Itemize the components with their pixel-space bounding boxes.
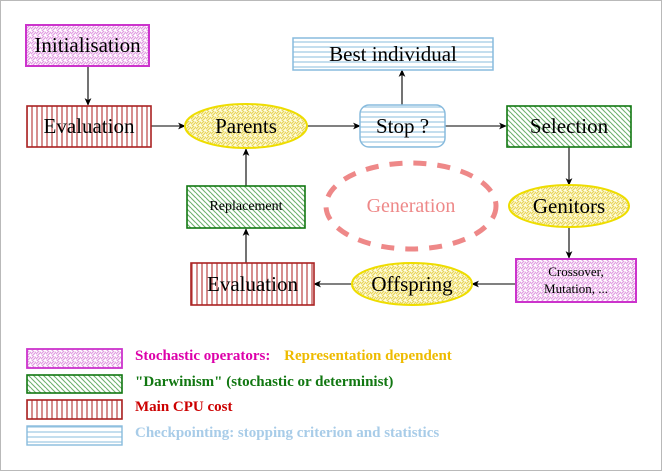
legend-item-0-text: Stochastic operators: Representation dep… xyxy=(135,348,452,365)
legend-item-0-primary: Stochastic operators: xyxy=(135,348,271,364)
legend-swatch-0 xyxy=(26,348,123,369)
legend-swatch-2 xyxy=(26,399,123,420)
node-parents[interactable] xyxy=(184,103,308,149)
node-generation xyxy=(323,160,499,252)
node-replacement[interactable] xyxy=(186,185,306,229)
node-evaluation-bottom[interactable] xyxy=(190,262,315,306)
node-evaluation-top[interactable] xyxy=(26,105,152,148)
node-best-individual[interactable] xyxy=(292,37,494,71)
legend-swatch-3 xyxy=(26,425,123,446)
node-offspring[interactable] xyxy=(351,262,473,306)
legend-item-2-text: Main CPU cost xyxy=(135,399,233,415)
node-stop[interactable] xyxy=(359,104,446,148)
legend-item-1-text: "Darwinism" (stochastic or determinist) xyxy=(135,374,394,390)
legend-swatch-1 xyxy=(26,374,123,394)
node-selection[interactable] xyxy=(506,105,632,148)
legend-item-3-text: Checkpointing: stopping criterion and st… xyxy=(135,425,440,441)
node-initialisation[interactable] xyxy=(25,24,150,67)
legend-item-0-secondary: Representation dependent xyxy=(284,348,452,364)
node-crossover[interactable] xyxy=(515,258,637,303)
node-genitors[interactable] xyxy=(508,184,630,228)
